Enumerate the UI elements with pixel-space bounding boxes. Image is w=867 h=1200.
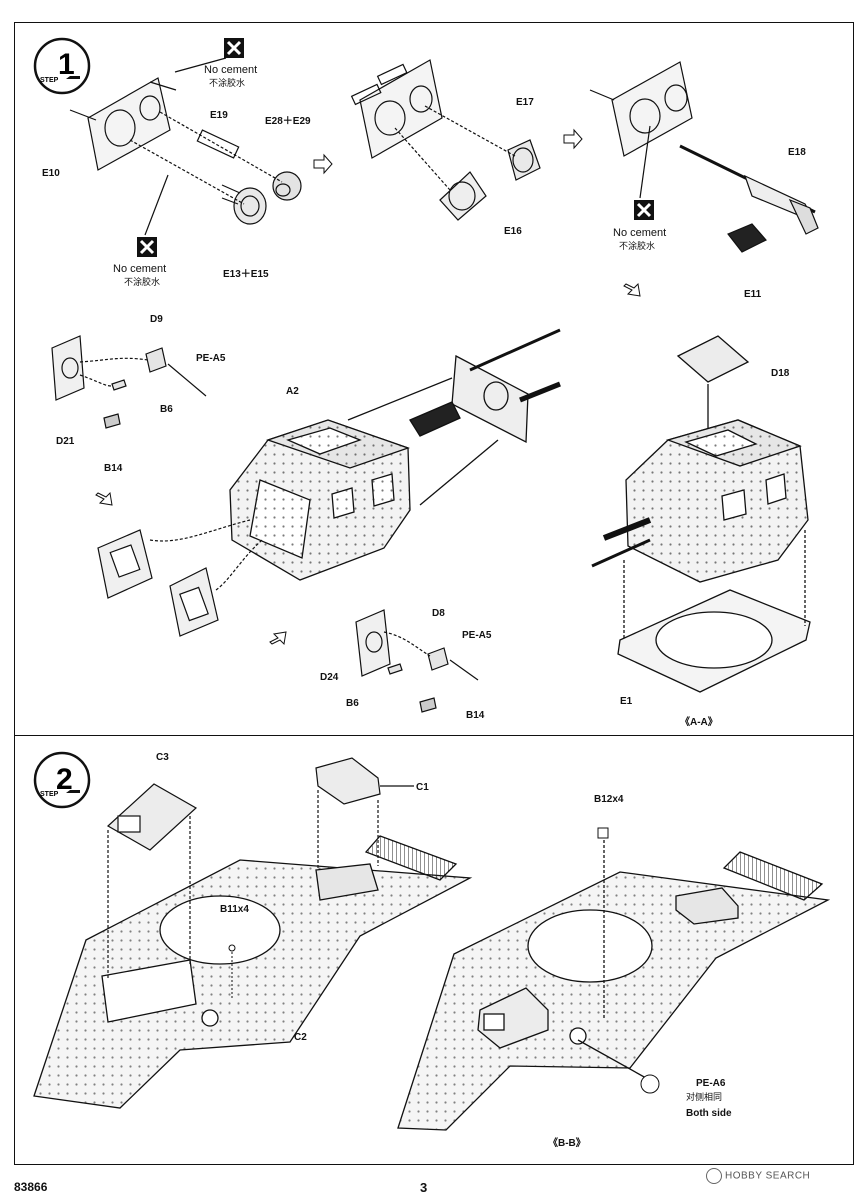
- hull-top-assembled-right: [397, 840, 831, 1131]
- step2-word: STEP: [40, 791, 59, 798]
- label-e28-e29: E28＋E29: [265, 115, 311, 127]
- label-b14-bottom: B14: [466, 710, 485, 721]
- no-cement-text-cn: 不涂胶水: [619, 240, 655, 252]
- label-b6-top: B6: [160, 404, 173, 415]
- label-e16: E16: [504, 226, 522, 237]
- tank-icon: [66, 790, 80, 793]
- section-label-b-b: 《B-B》: [548, 1136, 586, 1149]
- arrow-right-icon: [313, 153, 333, 175]
- label-e13-e15: E13＋E15: [223, 268, 269, 280]
- step1-badge: 1 STEP: [33, 37, 91, 95]
- label-c2: C2: [294, 1032, 307, 1043]
- turret-assembled: [591, 335, 811, 693]
- label-pe-a6: PE-A6: [696, 1078, 726, 1089]
- label-e19: E19: [210, 110, 228, 121]
- label-d8: D8: [432, 608, 445, 619]
- label-b6-bottom: B6: [346, 698, 359, 709]
- no-cement-text: No cement: [613, 227, 666, 239]
- no-cement-marker-left: No cement 不涂胶水: [113, 237, 166, 288]
- kit-number: 83866: [14, 1180, 48, 1194]
- no-cement-marker-top: No cement 不涂胶水: [204, 38, 257, 89]
- no-cement-marker-right: No cement 不涂胶水: [613, 200, 666, 252]
- label-b14-top: B14: [104, 463, 123, 474]
- no-cement-text-cn: 不涂胶水: [209, 77, 245, 89]
- hatch-c1: [315, 757, 414, 868]
- step1-number: 1: [58, 48, 75, 81]
- bolt-b11: [228, 944, 236, 1000]
- label-b11x4: B11x4: [220, 904, 249, 915]
- label-pe-a5-bottom: PE-A5: [462, 630, 492, 641]
- no-cement-text-cn: 不涂胶水: [124, 276, 160, 288]
- turret-a2-exploded: [229, 328, 561, 581]
- label-d9: D9: [150, 314, 163, 325]
- no-cement-text: No cement: [113, 263, 166, 275]
- label-pe-a5-top: PE-A5: [196, 353, 226, 364]
- tank-icon: [66, 76, 80, 79]
- label-e1: E1: [620, 696, 633, 707]
- label-e17: E17: [516, 97, 534, 108]
- label-e10: E10: [42, 168, 60, 179]
- arrow-right-icon: [563, 128, 583, 150]
- label-pe-a6-en: Both side: [686, 1108, 732, 1119]
- part-pe-a6: [640, 1074, 660, 1094]
- section-label-a-a: 《A-A》: [680, 715, 718, 728]
- arrow-down-left-icon: [623, 282, 641, 297]
- label-d18: D18: [771, 368, 790, 379]
- side-hatches: [97, 519, 263, 637]
- no-cement-text: No cement: [204, 64, 257, 76]
- label-b12x4: B12x4: [594, 794, 624, 805]
- label-e18: E18: [788, 147, 806, 158]
- label-d24: D24: [320, 672, 339, 683]
- watermark-logo-icon: [706, 1168, 722, 1184]
- mantlet-e17-e16-assembly: [350, 59, 541, 221]
- label-e11: E11: [744, 289, 762, 300]
- label-d21: D21: [56, 436, 75, 447]
- page-number: 3: [420, 1180, 428, 1195]
- step2-number: 2: [56, 763, 73, 796]
- mantlet-e10-assembly: [69, 57, 302, 236]
- bolt-b12: [597, 827, 609, 839]
- turret-base-c3: [106, 783, 198, 980]
- label-a2: A2: [286, 386, 299, 397]
- label-pe-a6-cn: 对侧相同: [686, 1091, 722, 1103]
- arrow-up-right-icon: [269, 631, 287, 646]
- step1-word: STEP: [40, 77, 59, 84]
- hatch-d24-assembly: [355, 609, 479, 713]
- label-c3: C3: [156, 752, 169, 763]
- step2-badge: 2 STEP: [33, 751, 91, 809]
- hatch-d21-assembly: [51, 335, 207, 429]
- hull-top-c2-left: [33, 835, 473, 1109]
- mantlet-gun-e18-assembly: [589, 61, 819, 253]
- arrow-down-left-icon: [95, 491, 113, 506]
- label-c1: C1: [416, 782, 429, 793]
- watermark: HOBBY SEARCH: [706, 1168, 810, 1184]
- watermark-text: HOBBY SEARCH: [725, 1170, 811, 1182]
